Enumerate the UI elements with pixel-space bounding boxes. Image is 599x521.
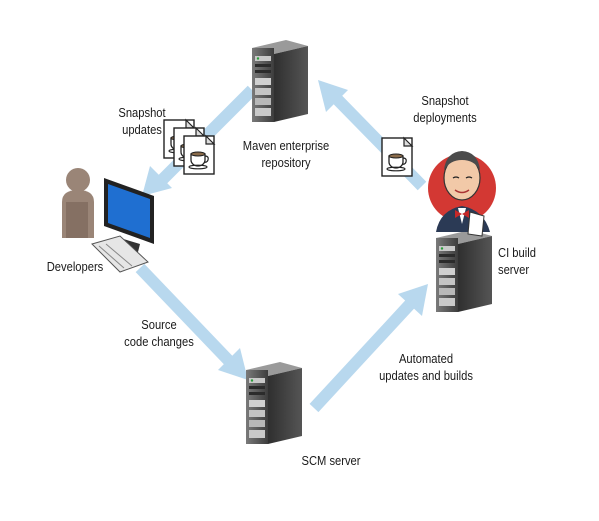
- ci-build-server-label: CI build server: [498, 245, 536, 277]
- source-code-changes-label: Source code changes: [124, 317, 194, 349]
- maven-server-icon: [252, 40, 308, 122]
- maven-repository-label: Maven enterprise repository: [242, 138, 330, 170]
- arrow-developers-to-scm: [135, 263, 248, 380]
- scm-server-icon: [246, 362, 302, 444]
- snapshot-deployments-doc-icon: [381, 137, 413, 177]
- developer-keyboard-icon: [91, 235, 149, 273]
- ci-server-icon: [436, 230, 492, 312]
- snapshot-deployments-label: Snapshot deployments: [413, 93, 477, 125]
- jenkins-butler-icon: [428, 151, 496, 237]
- developer-monitor-icon: [104, 178, 154, 252]
- snapshot-updates-label: Snapshot updates: [118, 105, 166, 137]
- arrow-scm-to-ci: [309, 284, 428, 413]
- developers-label: Developers: [46, 259, 104, 274]
- developer-person-icon: [62, 168, 94, 238]
- automated-updates-label: Automated updates and builds: [379, 351, 473, 383]
- scm-server-label: SCM server: [301, 453, 361, 468]
